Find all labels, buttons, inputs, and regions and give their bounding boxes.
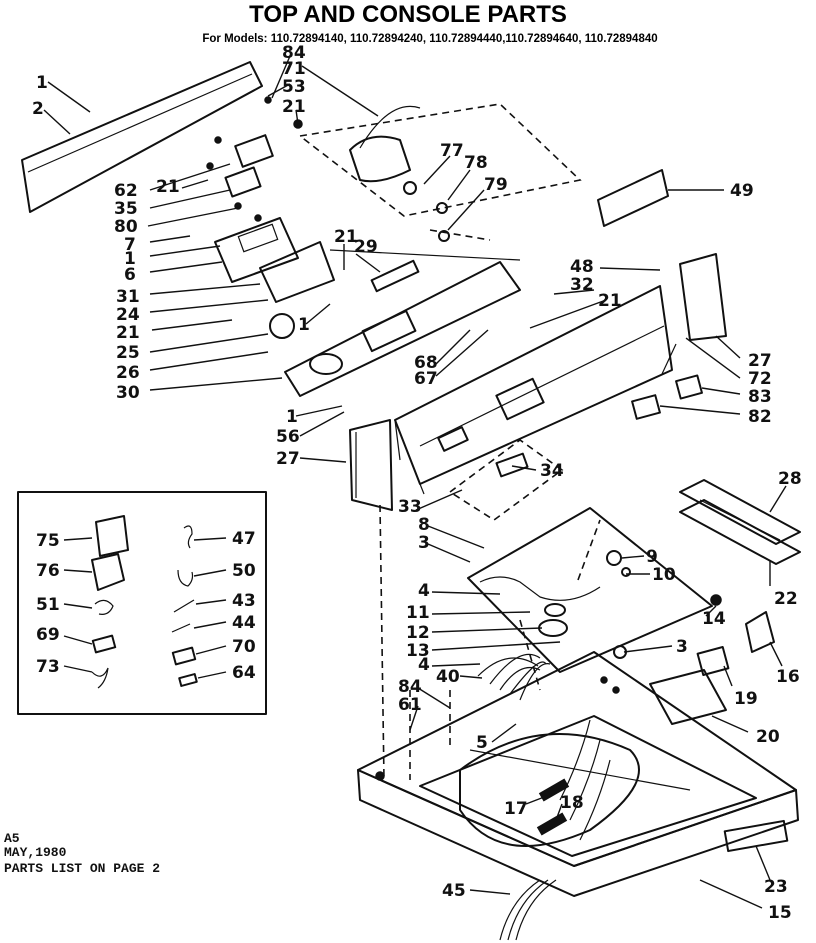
callout-35: 35 xyxy=(114,199,138,219)
callout-1: 1 xyxy=(286,407,298,427)
callout-67: 67 xyxy=(414,369,438,389)
end-cap xyxy=(349,419,393,511)
footer-date: MAY,1980 xyxy=(4,845,67,860)
callout-84: 84 xyxy=(398,677,422,697)
washer-top xyxy=(357,651,799,897)
callout-32: 32 xyxy=(570,275,594,295)
callout-28: 28 xyxy=(778,469,802,489)
callout-50: 50 xyxy=(232,561,256,581)
callout-11: 11 xyxy=(406,603,430,623)
callout-29: 29 xyxy=(354,237,378,257)
callout-79: 79 xyxy=(484,175,508,195)
callout-69: 69 xyxy=(36,625,60,645)
control-bracket xyxy=(269,249,521,397)
inset-parts-box xyxy=(17,491,267,715)
footer-parts-list-note: PARTS LIST ON PAGE 2 xyxy=(4,861,160,876)
callout-5: 5 xyxy=(476,733,488,753)
callout-76: 76 xyxy=(36,561,60,581)
callout-44: 44 xyxy=(232,613,256,633)
callout-27: 27 xyxy=(276,449,300,469)
callout-22: 22 xyxy=(774,589,798,609)
callout-49: 49 xyxy=(730,181,754,201)
callout-83: 83 xyxy=(748,387,772,407)
callout-8: 8 xyxy=(418,515,430,535)
callout-80: 80 xyxy=(114,217,138,237)
callout-1: 1 xyxy=(298,315,310,335)
callout-labels: 1 2 84 71 53 21 62 21 35 80 7 1 6 31 24 … xyxy=(32,43,802,923)
footer-code: A5 xyxy=(4,831,20,846)
callout-4: 4 xyxy=(418,655,430,675)
callout-62: 62 xyxy=(114,181,138,201)
callout-31: 31 xyxy=(116,287,140,307)
label-plate xyxy=(597,169,669,227)
callout-9: 9 xyxy=(646,547,658,567)
callout-25: 25 xyxy=(116,343,140,363)
callout-26: 26 xyxy=(116,363,140,383)
callout-56: 56 xyxy=(276,427,300,447)
callout-21: 21 xyxy=(282,97,306,117)
callout-71: 71 xyxy=(282,59,306,79)
callout-19: 19 xyxy=(734,689,758,709)
callout-30: 30 xyxy=(116,383,140,403)
callout-13: 13 xyxy=(406,641,430,661)
wire-harness-top xyxy=(477,653,551,701)
callout-47: 47 xyxy=(232,529,256,549)
callout-33: 33 xyxy=(398,497,422,517)
callout-1: 1 xyxy=(36,73,48,93)
callout-3: 3 xyxy=(418,533,430,553)
timer-assembly xyxy=(214,217,335,303)
callout-21: 21 xyxy=(116,323,140,343)
callout-1: 1 xyxy=(124,249,136,269)
console-panel xyxy=(394,253,727,495)
console-bracket-box xyxy=(448,439,564,521)
callout-21: 21 xyxy=(598,291,622,311)
callout-82: 82 xyxy=(748,407,772,427)
callout-21: 21 xyxy=(156,177,180,197)
callout-72: 72 xyxy=(748,369,772,389)
callout-14: 14 xyxy=(702,609,726,629)
callout-3: 3 xyxy=(676,637,688,657)
callout-48: 48 xyxy=(570,257,594,277)
callout-64: 64 xyxy=(232,663,256,683)
callout-73: 73 xyxy=(36,657,60,677)
callout-7: 7 xyxy=(124,235,136,255)
callout-27: 27 xyxy=(748,351,772,371)
callout-61: 61 xyxy=(398,695,422,715)
callout-6: 6 xyxy=(124,265,136,285)
callout-45: 45 xyxy=(442,881,466,901)
leader-lines xyxy=(43,55,787,909)
callout-15: 15 xyxy=(768,903,792,923)
callout-53: 53 xyxy=(282,77,306,97)
lid-switch-parts xyxy=(649,611,775,725)
callout-2: 2 xyxy=(32,99,44,119)
upper-switch-parts xyxy=(206,96,303,222)
callout-78: 78 xyxy=(464,153,488,173)
switch-group-box xyxy=(298,103,582,242)
callout-10: 10 xyxy=(652,565,676,585)
callout-43: 43 xyxy=(232,591,256,611)
callout-12: 12 xyxy=(406,623,430,643)
callout-4: 4 xyxy=(418,581,430,601)
callout-24: 24 xyxy=(116,305,140,325)
callout-40: 40 xyxy=(436,667,460,687)
callout-23: 23 xyxy=(764,877,788,897)
callout-51: 51 xyxy=(36,595,60,615)
callout-34: 34 xyxy=(540,461,564,481)
callout-20: 20 xyxy=(756,727,780,747)
rear-panel-strip xyxy=(21,61,263,213)
callout-68: 68 xyxy=(414,353,438,373)
callout-17: 17 xyxy=(504,799,528,819)
callout-70: 70 xyxy=(232,637,256,657)
wire-harness-bottom xyxy=(499,879,557,941)
model-numbers: For Models: 110.72894140, 110.72894240, … xyxy=(202,33,657,45)
callout-21: 21 xyxy=(334,227,358,247)
callout-75: 75 xyxy=(36,531,60,551)
hinge-bar xyxy=(679,479,801,565)
diagram-title: TOP AND CONSOLE PARTS xyxy=(249,1,567,28)
callout-16: 16 xyxy=(776,667,800,687)
callout-84: 84 xyxy=(282,43,306,63)
callout-77: 77 xyxy=(440,141,464,161)
callout-18: 18 xyxy=(560,793,584,813)
